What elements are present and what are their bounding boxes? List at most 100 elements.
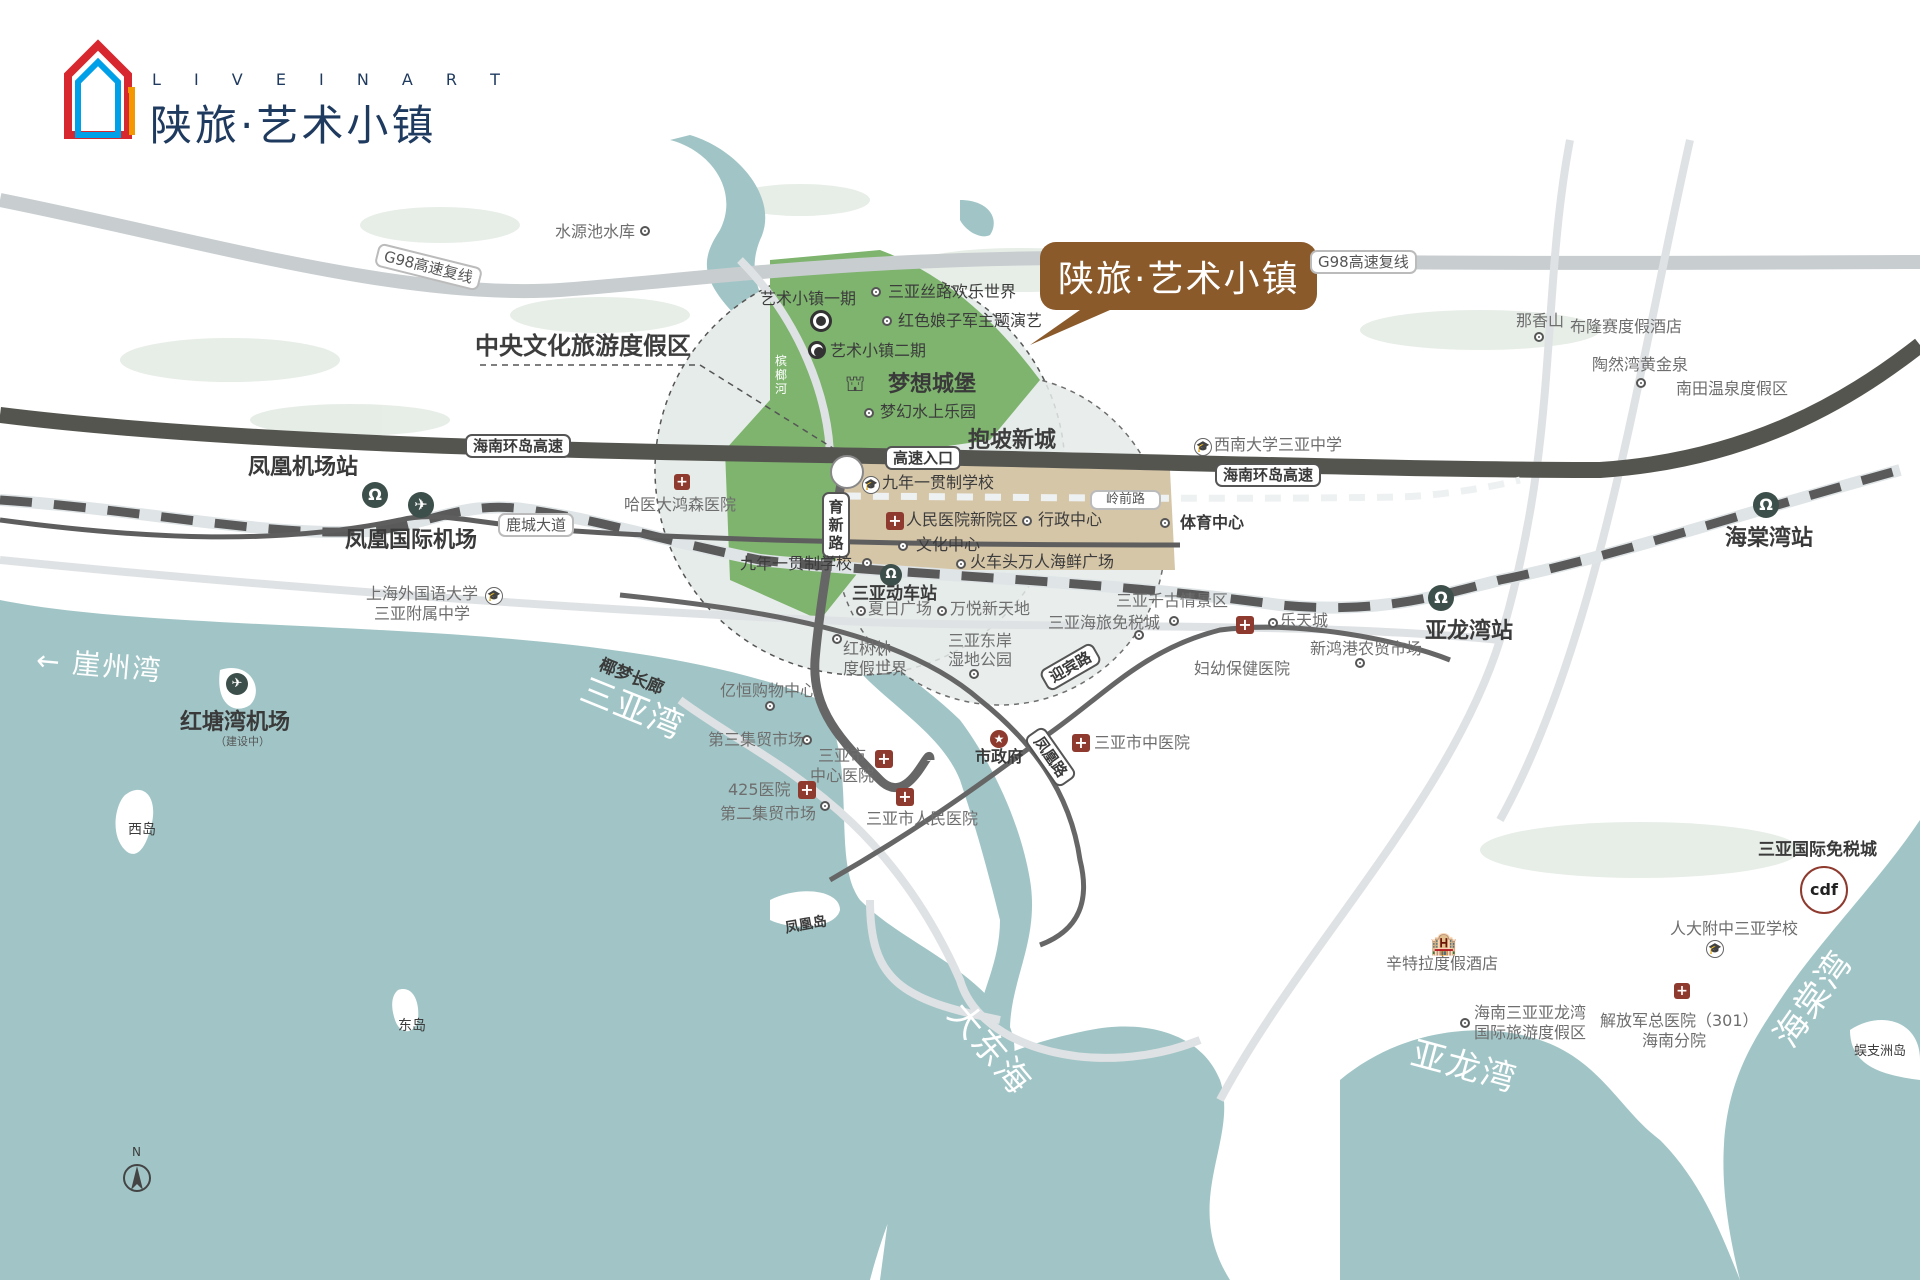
school-icon: 🎓 — [1194, 438, 1212, 456]
art-town-2-marker[interactable] — [808, 341, 826, 359]
train-station-icon: Ω — [880, 564, 902, 586]
expressway-entrance-node — [830, 455, 864, 489]
castle-icon: ⛫ — [845, 372, 866, 397]
poi-sports-center: 体育中心 — [1180, 513, 1245, 532]
poi-dot — [832, 634, 842, 644]
poi-summer-plaza: 夏日广场 — [868, 599, 933, 618]
sea-dadonghai — [880, 1026, 1230, 1280]
train-station-icon: Ω — [1753, 492, 1779, 518]
poi-dot — [820, 801, 830, 811]
art-town-1-marker[interactable] — [810, 310, 832, 332]
sea-yalong-bay — [1340, 1030, 1740, 1280]
poi-xinhong: 新鸿港农贸市场 — [1310, 639, 1423, 658]
poi-people-hospital-new: 人民医院新院区 — [906, 510, 1019, 529]
poi-east-island: 东岛 — [398, 1018, 426, 1034]
poi-dot — [1460, 1018, 1470, 1028]
poi-dot — [802, 735, 812, 745]
poi-dot — [882, 316, 892, 326]
poi-dot — [937, 606, 947, 616]
poi-city-people-hospital: 三亚市人民医院 — [866, 809, 979, 828]
poi-market2: 第二集贸市场 — [720, 804, 817, 823]
sea-sanya-bay — [0, 600, 1015, 1280]
admin-icon — [1022, 516, 1032, 526]
road-tag-g98-right: G98高速复线 — [1310, 250, 1417, 274]
poi-shisu: 上海外国语大学 — [366, 584, 479, 603]
hospital-icon: + — [1236, 616, 1254, 634]
brand-name: 陕旅·艺术小镇 — [150, 101, 437, 150]
poi-dot — [856, 606, 866, 616]
road-fenghuang — [619, 592, 1087, 948]
poi-dot — [871, 287, 881, 297]
station-yalong[interactable]: 亚龙湾站 — [1425, 619, 1514, 644]
poi-dream-castle: 梦想城堡 — [888, 372, 977, 397]
poi-bulongsai: 布隆赛度假酒店 — [1570, 317, 1683, 336]
road-tag-hainan-ring-right: 海南环岛高速 — [1215, 463, 1322, 487]
poi-central-hospital-2: 中心医院 — [810, 766, 875, 785]
airplane-icon: ✈ — [408, 492, 434, 518]
poi-city-gov: 市政府 — [975, 747, 1024, 766]
stadium-icon — [1160, 518, 1170, 528]
road-g98 — [0, 193, 1920, 299]
poi-east-bank-2: 湿地公园 — [948, 650, 1013, 669]
station-sanya[interactable]: 三亚动车站 — [852, 584, 937, 604]
hospital-icon: + — [1674, 983, 1690, 999]
hospital-icon: + — [1072, 734, 1090, 752]
hospital-icon: + — [896, 788, 914, 806]
school-icon: 🎓 — [862, 476, 880, 494]
airplane-icon: ✈ — [226, 673, 248, 695]
poi-yalong-resort: 海南三亚亚龙湾 — [1474, 1003, 1587, 1022]
school-icon: 🎓 — [1706, 940, 1724, 958]
poi-art-town-1: 艺术小镇一期 — [760, 289, 857, 308]
label-binlang-river: 槟榔河 — [775, 354, 788, 396]
poi-shisu-2: 三亚附属中学 — [374, 604, 471, 623]
poi-dot — [1636, 378, 1646, 388]
poi-renda: 人大附中三亚学校 — [1670, 919, 1799, 938]
station-haitang[interactable]: 海棠湾站 — [1725, 526, 1814, 551]
project-marker-label[interactable]: 陕旅·艺术小镇 — [1040, 242, 1318, 310]
poi-art-town-2: 艺术小镇二期 — [830, 341, 927, 360]
poi-h425: 425医院 — [728, 780, 791, 799]
road-yingbin — [828, 624, 1451, 883]
airport-fenghuang[interactable]: 凤凰国际机场 — [345, 528, 478, 553]
poi-harvard-hospital: 哈医大鸿森医院 — [624, 495, 737, 514]
poi-ritz: 辛特拉度假酒店 — [1386, 954, 1499, 973]
east-island-shape — [392, 989, 419, 1032]
poi-wuzhizhou: 蜈支洲岛 — [1854, 1044, 1907, 1059]
road-tag-hainan-ring-left: 海南环岛高速 — [465, 434, 572, 458]
train-station-icon: Ω — [362, 482, 388, 508]
airport-hongtang[interactable]: 红塘湾机场 — [180, 710, 291, 735]
poi-duty-free: 三亚海旅免税城 — [1048, 613, 1161, 632]
poi-dot — [1169, 616, 1179, 626]
road-tag-lucheng: 鹿城大道 — [498, 513, 575, 537]
poi-school-9yr-a: 九年一贯制学校 — [882, 473, 995, 492]
poi-dot — [862, 558, 872, 568]
poi-naxiang: 那香山 — [1516, 311, 1565, 330]
hospital-icon: + — [875, 750, 893, 768]
logo-icon — [64, 39, 135, 139]
poi-school-9yr-b: 九年一贯制学校 — [740, 554, 853, 573]
station-fenghuang-airport[interactable]: 凤凰机场站 — [248, 455, 359, 480]
poi-central-hospital: 三亚市 — [818, 746, 867, 765]
road-lucheng — [0, 514, 1181, 548]
compass-icon — [123, 1164, 151, 1192]
poi-southwest-univ: 西南大学三亚中学 — [1214, 435, 1343, 454]
road-lingqian — [844, 476, 1521, 502]
district-central-zone: 中央文化旅游度假区 — [475, 332, 691, 360]
poi-dot — [969, 669, 979, 679]
cdf-logo: cdf — [1800, 866, 1848, 914]
poi-intl-duty-free: 三亚国际免税城 — [1758, 840, 1877, 860]
compass-label: N — [132, 1145, 141, 1159]
poi-water-park: 梦幻水上乐园 — [880, 402, 977, 421]
poi-qiangu: 三亚千古情景区 — [1116, 591, 1229, 610]
poi-mangrove: 红树林 — [843, 639, 892, 658]
poi-silk-road: 三亚丝路欢乐世界 — [888, 282, 1017, 301]
poi-dot — [864, 408, 874, 418]
poi-west-island: 西岛 — [128, 822, 156, 838]
poi-h301-2: 海南分院 — [1642, 1031, 1707, 1050]
poi-harbor-seafood: 火车头万人海鲜广场 — [970, 552, 1115, 571]
poi-yiheng: 亿恒购物中心 — [720, 681, 817, 700]
road-tag-expressway-entrance: 高速入口 — [885, 446, 962, 470]
poi-taoran: 陶然湾黄金泉 — [1592, 355, 1689, 374]
